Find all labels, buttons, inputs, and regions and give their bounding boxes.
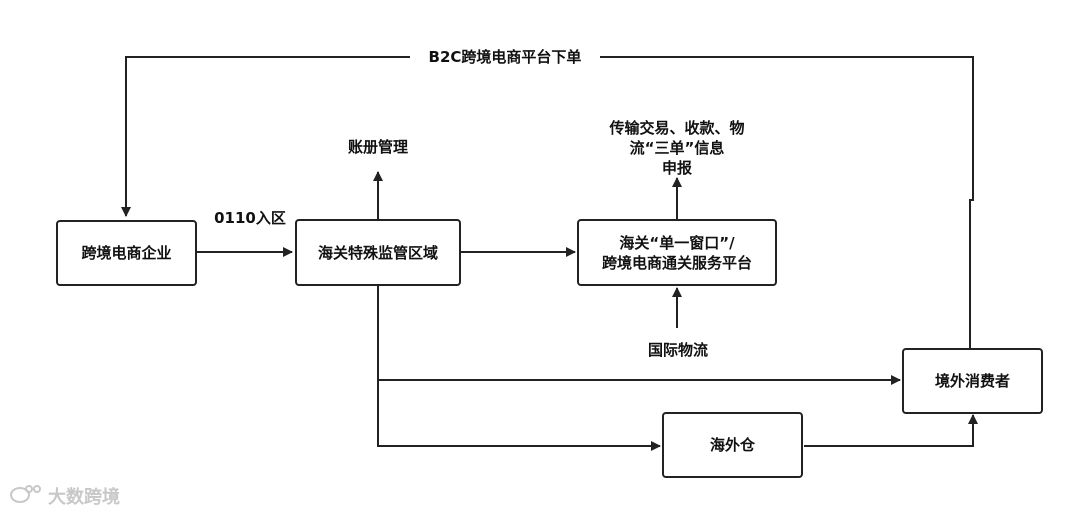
overseas-warehouse-node-label: 海外仓 (709, 436, 755, 454)
enterprise-node: 跨境电商企业 (56, 220, 197, 286)
declare-label-line3: 申报 (661, 159, 692, 177)
special-zone-node-label: 海关特殊监管区域 (317, 243, 438, 262)
ledger-label: 账册管理 (347, 138, 408, 156)
b2c-order-label: B2C跨境电商平台下单 (410, 47, 600, 67)
consumer-node: 境外消费者 (902, 348, 1043, 414)
declare-label-line1: 传输交易、收款、物 (609, 119, 745, 137)
single-window-node-label-line2: 跨境电商通关服务平台 (601, 253, 752, 272)
overseas-warehouse-node: 海外仓 (662, 412, 803, 478)
b2c-order-connector (121, 56, 974, 348)
weibo-like-logo-icon (10, 482, 44, 509)
declare-label-line2: 流“三单”信息 (629, 139, 725, 157)
intl-logistics-label: 国际物流 (647, 341, 708, 359)
single-window-node: 海关“单一窗口”/ 跨境电商通关服务平台 (577, 219, 777, 286)
warehouse-to-consumer-connector (804, 414, 978, 447)
declare-label: 传输交易、收款、物 流“三单”信息 申报 (592, 118, 762, 178)
single-window-node-label-line1: 海关“单一窗口”/ (619, 233, 735, 252)
enter-zone-label: 0110入区 (214, 209, 286, 227)
consumer-node-label: 境外消费者 (934, 372, 1010, 390)
watermark-text: 大数跨境 (48, 486, 120, 508)
zone-to-consumer-connector (377, 286, 901, 385)
enterprise-node-label: 跨境电商企业 (81, 244, 172, 262)
watermark: 大数跨境 (10, 482, 120, 509)
zone-to-warehouse-connector (377, 380, 661, 451)
special-zone-node: 海关特殊监管区域 (295, 219, 461, 286)
